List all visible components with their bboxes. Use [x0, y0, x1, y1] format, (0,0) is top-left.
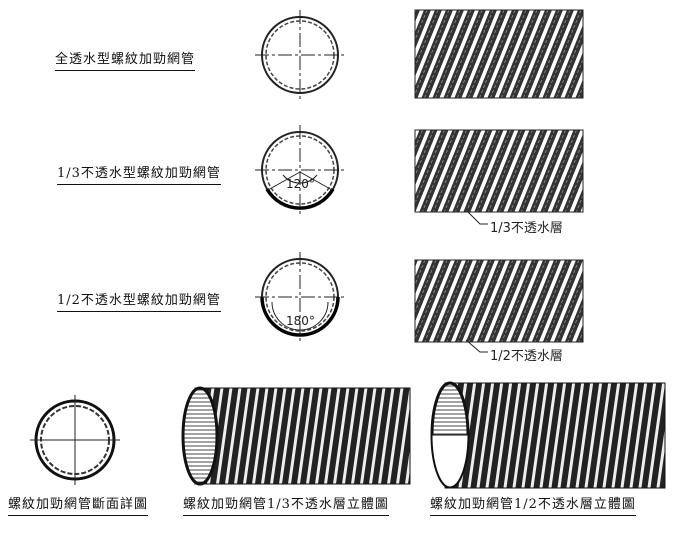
section-one-third [255, 125, 345, 215]
leader-one-half [465, 339, 488, 353]
leader-one-third [465, 209, 488, 225]
angle-120-label: 120° [286, 177, 315, 191]
section-one-half [255, 252, 345, 342]
elevation-one-half [414, 259, 584, 343]
elevation-full-permeable [414, 9, 584, 99]
cylinder-one-half [430, 381, 666, 489]
label-full-permeable: 全透水型螺紋加勁網管 [55, 48, 196, 71]
section-detail [30, 395, 120, 485]
label-one-half-3d: 螺紋加勁網管1/2不透水層立體圖 [430, 493, 636, 516]
angle-180-label: 180° [286, 314, 315, 328]
label-one-third-impermeable: 1/3不透水型螺紋加勁網管 [57, 162, 221, 185]
elevation-one-third [414, 129, 584, 213]
label-one-third-3d: 螺紋加勁網管1/3不透水層立體圖 [183, 493, 389, 516]
cylinder-one-third [181, 386, 411, 486]
label-section-detail: 螺紋加勁網管斷面詳圖 [8, 493, 149, 516]
layer-one-half-label: 1/2不透水層 [490, 349, 563, 364]
section-full-permeable [255, 10, 345, 100]
layer-one-third-label: 1/3不透水層 [490, 221, 563, 236]
label-one-half-impermeable: 1/2不透水型螺紋加勁網管 [57, 289, 221, 312]
